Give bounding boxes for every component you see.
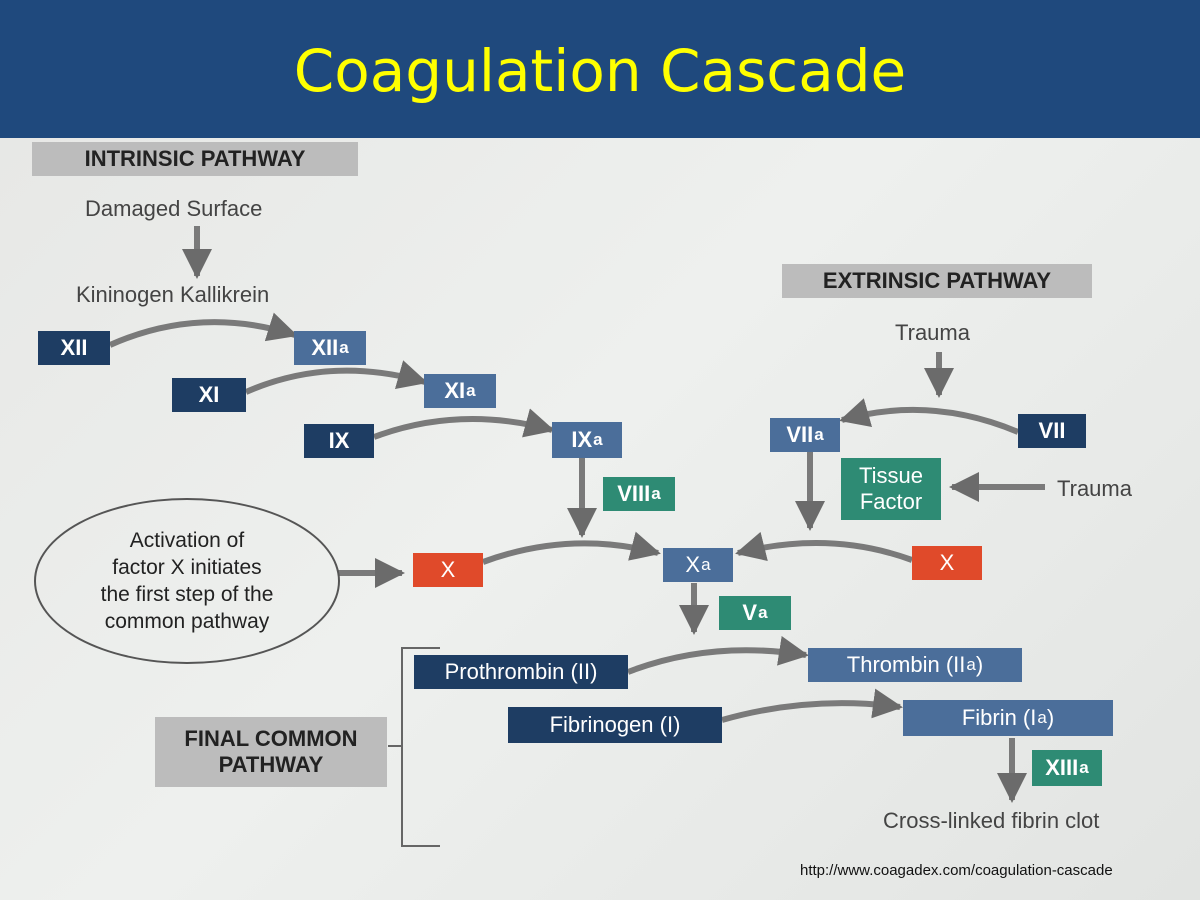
factor-viia-label: VII	[786, 422, 814, 447]
factor-xi: XI	[172, 378, 246, 412]
factor-vii-label: VII	[1038, 418, 1066, 443]
factor-x-intrinsic-label: X	[440, 557, 456, 582]
subscript-a: a	[814, 425, 824, 444]
subscript-a: a	[593, 430, 603, 449]
trauma-top-label: Trauma	[895, 320, 970, 345]
kininogen-kallikrein-label: Kininogen Kallikrein	[76, 282, 270, 307]
tissue-factor: Tissue Factor	[841, 458, 941, 520]
final-heading-line2: PATHWAY	[218, 752, 324, 777]
factor-xia-label: XI	[444, 378, 466, 403]
intrinsic-heading-text: INTRINSIC PATHWAY	[84, 146, 306, 171]
factor-viiia-label: VIII	[617, 481, 651, 506]
subscript-a: a	[701, 555, 711, 574]
arrow-xi-to-xia	[244, 360, 428, 395]
subscript-a: a	[966, 655, 976, 674]
factor-xii: XII	[38, 331, 110, 365]
final-common-pathway-heading: FINAL COMMON PATHWAY	[155, 717, 387, 787]
arrow-xii-to-xiia	[108, 312, 298, 348]
intrinsic-pathway-heading: INTRINSIC PATHWAY	[32, 142, 358, 176]
factor-va-label: V	[742, 600, 758, 625]
fibrin-label: Fibrin (I	[961, 705, 1037, 730]
callout-line-2: factor X initiates	[112, 556, 262, 579]
factor-x-extrinsic-label: X	[939, 550, 955, 575]
extrinsic-heading-text: EXTRINSIC PATHWAY	[822, 268, 1052, 293]
cross-linked-clot-label: Cross-linked fibrin clot	[883, 808, 1100, 833]
arrow-fibrinogen-to-fibrin	[721, 688, 903, 723]
factor-xiiia-label: XIII	[1045, 755, 1079, 780]
tissue-factor-line1: Tissue	[859, 463, 923, 488]
factor-ixa-label: IX	[571, 427, 593, 452]
final-pathway-bracket	[388, 647, 440, 847]
factor-xii-label: XII	[60, 335, 88, 360]
factor-xiia-label: XII	[311, 335, 339, 360]
activation-callout: Activation of factor X initiates the fir…	[34, 498, 340, 664]
prothrombin-box: Prothrombin (II)	[414, 655, 628, 689]
subscript-a: a	[758, 603, 768, 622]
slide-title: Coagulation Cascade	[293, 37, 907, 105]
tissue-factor-line2: Factor	[859, 489, 923, 514]
prothrombin-label: Prothrombin (II)	[444, 659, 598, 684]
factor-xa-label: X	[685, 552, 701, 577]
arrow-x-to-xa	[481, 531, 661, 565]
subscript-a: a	[1079, 758, 1089, 777]
subscript-a: a	[1037, 708, 1047, 727]
fibrin-close-paren: )	[1046, 705, 1055, 730]
fibrinogen-box: Fibrinogen (I)	[508, 707, 722, 743]
subscript-a: a	[339, 338, 349, 357]
fibrinogen-label: Fibrinogen (I)	[549, 712, 681, 737]
final-heading-line1: FINAL COMMON	[184, 726, 358, 751]
thrombin-label: Thrombin (II	[846, 652, 966, 677]
arrow-prothrombin-to-thrombin	[626, 636, 809, 675]
subscript-a: a	[466, 381, 476, 400]
trauma-side-label: Trauma	[1057, 476, 1132, 501]
extrinsic-pathway-heading: EXTRINSIC PATHWAY	[782, 264, 1092, 298]
slide-header	[0, 0, 1200, 138]
factor-ix: IX	[304, 424, 374, 458]
factor-x-extrinsic: X	[912, 546, 982, 580]
source-url: http://www.coagadex.com/coagulation-casc…	[800, 862, 1113, 879]
factor-vii: VII	[1018, 414, 1086, 448]
damaged-surface-label: Damaged Surface	[85, 196, 263, 221]
callout-line-4: common pathway	[104, 610, 270, 633]
factor-ix-label: IX	[328, 428, 350, 453]
callout-line-1: Activation of	[129, 529, 245, 552]
callout-line-3: the first step of the	[100, 583, 274, 606]
subscript-a: a	[651, 484, 661, 503]
arrow-xext-to-xa	[735, 531, 914, 563]
arrow-vii-to-viia	[839, 398, 1020, 435]
factor-xi-label: XI	[198, 382, 220, 407]
arrow-ix-to-ixa	[372, 408, 555, 440]
thrombin-close-paren: )	[975, 652, 984, 677]
factor-x-intrinsic: X	[413, 553, 483, 587]
